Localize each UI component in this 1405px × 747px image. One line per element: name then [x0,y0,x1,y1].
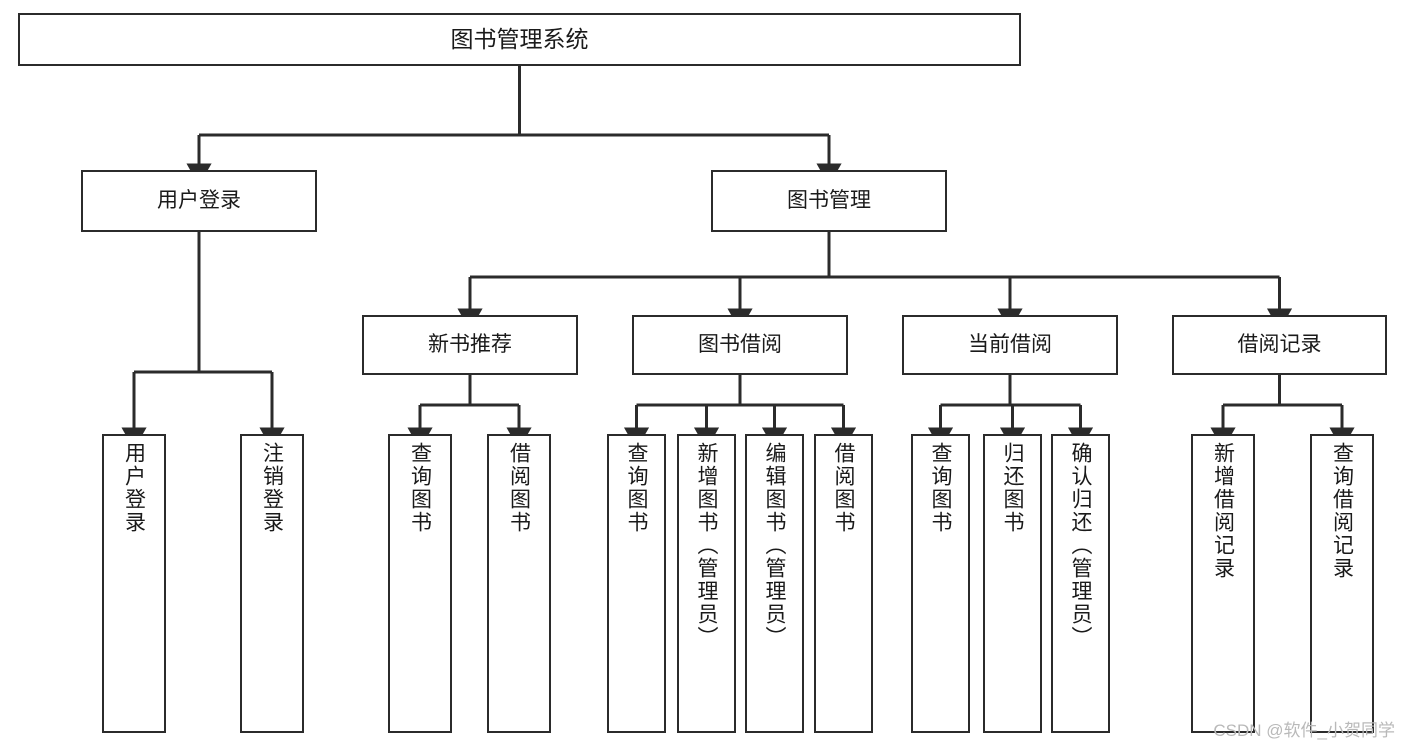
node-root[interactable]: 图书管理系统 [18,13,1021,66]
node-leaf-bo-query[interactable]: 查询图书 [607,434,666,733]
node-current[interactable]: 当前借阅 [902,315,1118,375]
node-label-leaf-cu-confirm: 确认归还（管理员） [1069,442,1092,649]
node-leaf-bo-add[interactable]: 新增图书（管理员） [677,434,736,733]
node-label-leaf-bo-query: 查询图书 [625,442,648,534]
node-label-leaf-user-login: 用户登录 [122,442,146,534]
node-leaf-nb-query[interactable]: 查询图书 [388,434,452,733]
node-leaf-user-login[interactable]: 用户登录 [102,434,166,733]
node-label-leaf-nb-borrow: 借阅图书 [507,442,531,534]
node-leaf-rc-add[interactable]: 新增借阅记录 [1191,434,1255,733]
node-leaf-bo-borrow[interactable]: 借阅图书 [814,434,873,733]
node-label-leaf-cu-query: 查询图书 [929,442,952,534]
node-label-borrow: 图书借阅 [698,333,782,357]
node-label-newbook: 新书推荐 [428,333,512,357]
node-label-leaf-bo-borrow: 借阅图书 [832,442,855,534]
node-label-leaf-bo-edit: 编辑图书（管理员） [763,442,786,649]
node-label-leaf-rc-add: 新增借阅记录 [1211,442,1235,580]
node-leaf-rc-query[interactable]: 查询借阅记录 [1310,434,1374,733]
node-label-bookmgmt: 图书管理 [787,189,871,213]
node-label-current: 当前借阅 [968,333,1052,357]
node-label-leaf-user-logout: 注销登录 [260,442,284,534]
node-label-leaf-cu-return: 归还图书 [1001,442,1024,534]
node-leaf-bo-edit[interactable]: 编辑图书（管理员） [745,434,804,733]
node-leaf-cu-query[interactable]: 查询图书 [911,434,970,733]
node-leaf-user-logout[interactable]: 注销登录 [240,434,304,733]
node-label-root: 图书管理系统 [450,26,589,53]
node-label-login: 用户登录 [157,189,241,213]
node-login[interactable]: 用户登录 [81,170,317,232]
node-newbook[interactable]: 新书推荐 [362,315,578,375]
node-label-leaf-bo-add: 新增图书（管理员） [695,442,718,649]
node-leaf-cu-confirm[interactable]: 确认归还（管理员） [1051,434,1110,733]
node-label-records: 借阅记录 [1237,333,1322,357]
node-label-leaf-rc-query: 查询借阅记录 [1330,442,1354,580]
node-borrow[interactable]: 图书借阅 [632,315,848,375]
node-leaf-cu-return[interactable]: 归还图书 [983,434,1042,733]
node-leaf-nb-borrow[interactable]: 借阅图书 [487,434,551,733]
node-label-leaf-nb-query: 查询图书 [408,442,432,534]
node-bookmgmt[interactable]: 图书管理 [711,170,947,232]
node-records[interactable]: 借阅记录 [1172,315,1387,375]
